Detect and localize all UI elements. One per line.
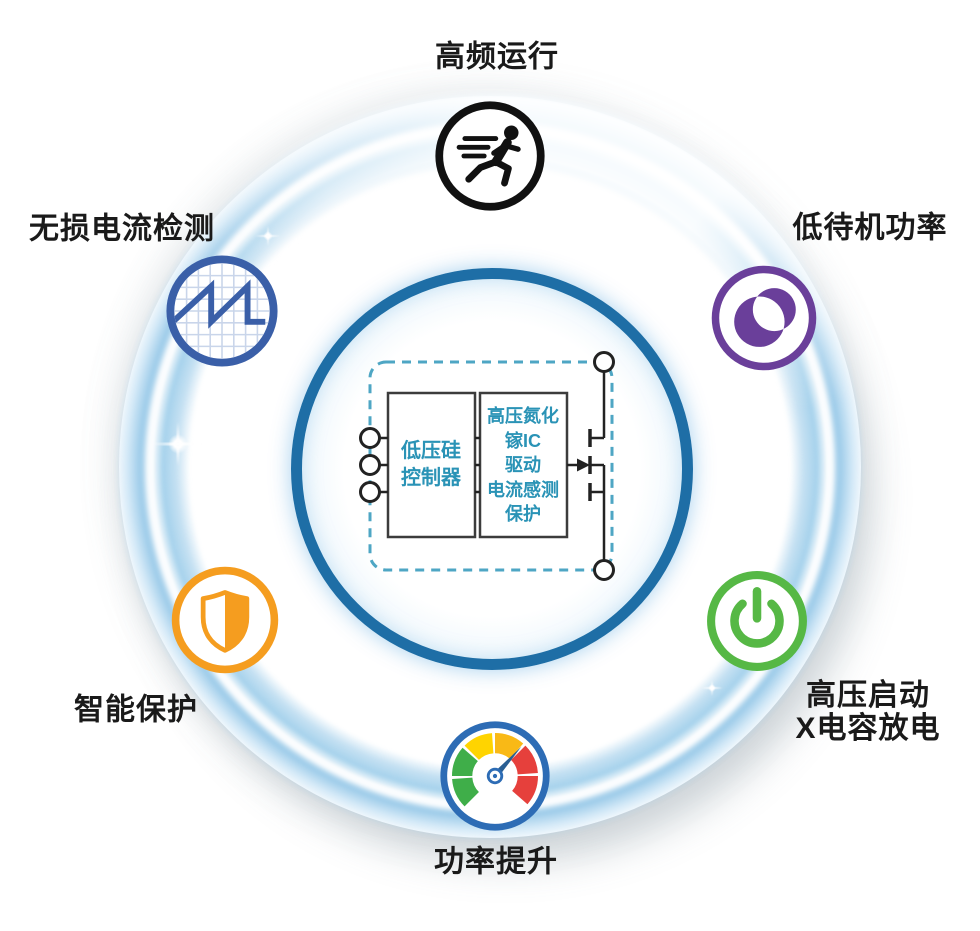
speed-lines: [456, 136, 499, 159]
runner-icon: [432, 98, 548, 214]
label-lossless-current-sensing: 无损电流检测: [29, 212, 215, 246]
sawtooth-waveform: [174, 279, 266, 329]
moon-icon-ring: [711, 265, 817, 371]
gauge-segments: [451, 732, 539, 807]
gauge-icon: [437, 718, 553, 834]
terminal-pins: [359, 351, 615, 581]
circuit-wires: [379, 371, 606, 561]
current-waveform-icon: [163, 252, 281, 370]
runner-icon-ring: [435, 101, 545, 211]
crescent-moon: [734, 288, 796, 347]
gan-ic-schematic: [359, 351, 615, 581]
gate-arrow: [577, 458, 590, 472]
shield-half-fill: [225, 592, 247, 651]
label-low-standby-power: 低待机功率: [792, 211, 948, 245]
label-smart-protection: 智能保护: [74, 693, 198, 727]
moon-icon: [708, 262, 820, 374]
shield-icon: [168, 563, 282, 677]
controller-block-label: 低压硅 控制器: [401, 440, 461, 489]
label-power-boost: 功率提升: [434, 845, 558, 879]
runner-figure: [465, 125, 521, 187]
label-hv-startup-x-cap-discharge: 高压启动 X电容放电: [795, 679, 941, 745]
gan-block-label: 高压氮化 镓IC 驱动 电流感测 保护: [487, 405, 559, 524]
power-icon: [703, 567, 811, 675]
power-arc: [730, 599, 784, 648]
label-high-frequency: 高频运行: [435, 40, 559, 74]
